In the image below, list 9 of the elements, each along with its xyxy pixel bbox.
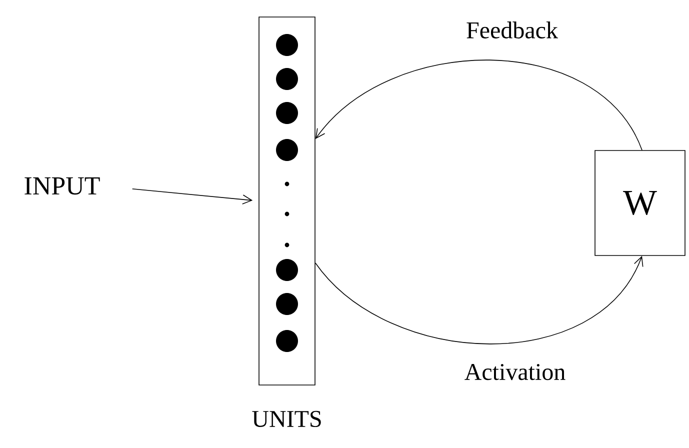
curved-arrow	[315, 60, 642, 150]
units-box	[258, 16, 316, 386]
units-label: UNITS	[252, 410, 321, 428]
input-label: INPUT	[24, 177, 100, 195]
edge-label: Feedback	[466, 22, 558, 38]
curved-arrow	[315, 256, 644, 344]
weight-box: W	[594, 150, 686, 256]
arrow	[132, 188, 253, 204]
edge-label: Activation	[464, 364, 566, 380]
